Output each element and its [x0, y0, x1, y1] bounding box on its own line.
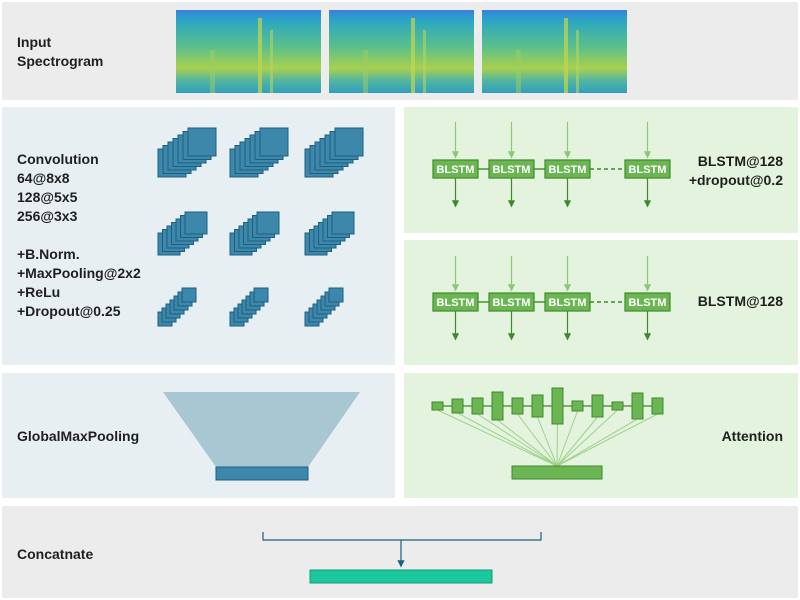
attention-weight-bar [651, 397, 664, 415]
attention-weight-line [556, 423, 558, 467]
attention-weight-bar [491, 391, 504, 421]
blstm-cell-label: BLSTM [493, 164, 531, 176]
input-label: Input Spectrogram [17, 34, 104, 69]
concatenate-label: Concatnate [17, 546, 94, 562]
attention-weight-line [437, 409, 558, 467]
concatenate-block [262, 532, 542, 584]
convolution-stacks [157, 127, 364, 327]
blstm-bottom-row: BLSTM BLSTM BLSTM BLSTM [432, 256, 671, 341]
feature-map-stack-1-2 [229, 127, 289, 178]
attention-weight-bar [571, 400, 584, 412]
feature-map-stack-3-2 [229, 287, 269, 327]
spectrogram-2 [329, 10, 474, 93]
feature-map-stack-1-3 [304, 127, 364, 178]
feature-map-stack-2-2 [229, 211, 280, 256]
attention-weight-line [556, 416, 598, 467]
attention-label: Attention [721, 428, 783, 444]
blstm-cell-label: BLSTM [629, 164, 667, 176]
spectrogram-1 [176, 10, 321, 93]
attention-weight-line [477, 413, 558, 467]
attention-weight-line [517, 413, 558, 467]
convolution-label: Convolution 64@8x8 128@5x5 256@3x3 +B.No… [17, 151, 141, 319]
global-pool-funnel [163, 392, 360, 481]
attention-weight-bar [451, 398, 464, 414]
blstm-top-row: BLSTM BLSTM BLSTM BLSTM [432, 122, 671, 208]
feature-map-stack-3-1 [157, 287, 197, 327]
attention-weight-bar [471, 397, 484, 415]
feature-map-stack-1-1 [157, 127, 217, 178]
attention-weight-bar [631, 392, 644, 420]
attention-weight-line [537, 416, 558, 467]
spectrograms [176, 10, 627, 93]
attention-weight-line [556, 413, 658, 467]
blstm-cell-label: BLSTM [549, 297, 587, 309]
attention-weight-bar [531, 394, 544, 418]
attention-weight-bar [591, 394, 604, 418]
feature-map-stack-2-3 [304, 211, 355, 256]
blstm-cell-label: BLSTM [549, 164, 587, 176]
blstm-cell-label: BLSTM [437, 164, 475, 176]
blstm-bottom-label: BLSTM@128 [697, 293, 783, 309]
blstm-top-label: BLSTM@128 +dropout@0.2 [688, 153, 783, 188]
attention-weight-line [497, 419, 558, 467]
global-pool-label: GlobalMaxPooling [17, 428, 140, 444]
feature-map-stack-3-3 [304, 287, 344, 327]
attention-block [431, 387, 664, 480]
attention-weight-line [556, 410, 578, 467]
attention-weight-bar [551, 387, 564, 425]
spectrogram-3 [482, 10, 627, 93]
attention-weight-bar [431, 401, 444, 411]
blstm-cell-label: BLSTM [437, 297, 475, 309]
blstm-cell-label: BLSTM [493, 297, 531, 309]
attention-weight-bar [511, 397, 524, 415]
blstm-cell-label: BLSTM [629, 297, 667, 309]
attention-weight-line [556, 409, 618, 467]
attention-weight-bar [611, 401, 624, 411]
attention-weight-line [556, 418, 638, 467]
attention-output-vector [511, 465, 603, 480]
feature-map-stack-2-1 [157, 211, 208, 256]
attention-weight-line [457, 412, 558, 467]
